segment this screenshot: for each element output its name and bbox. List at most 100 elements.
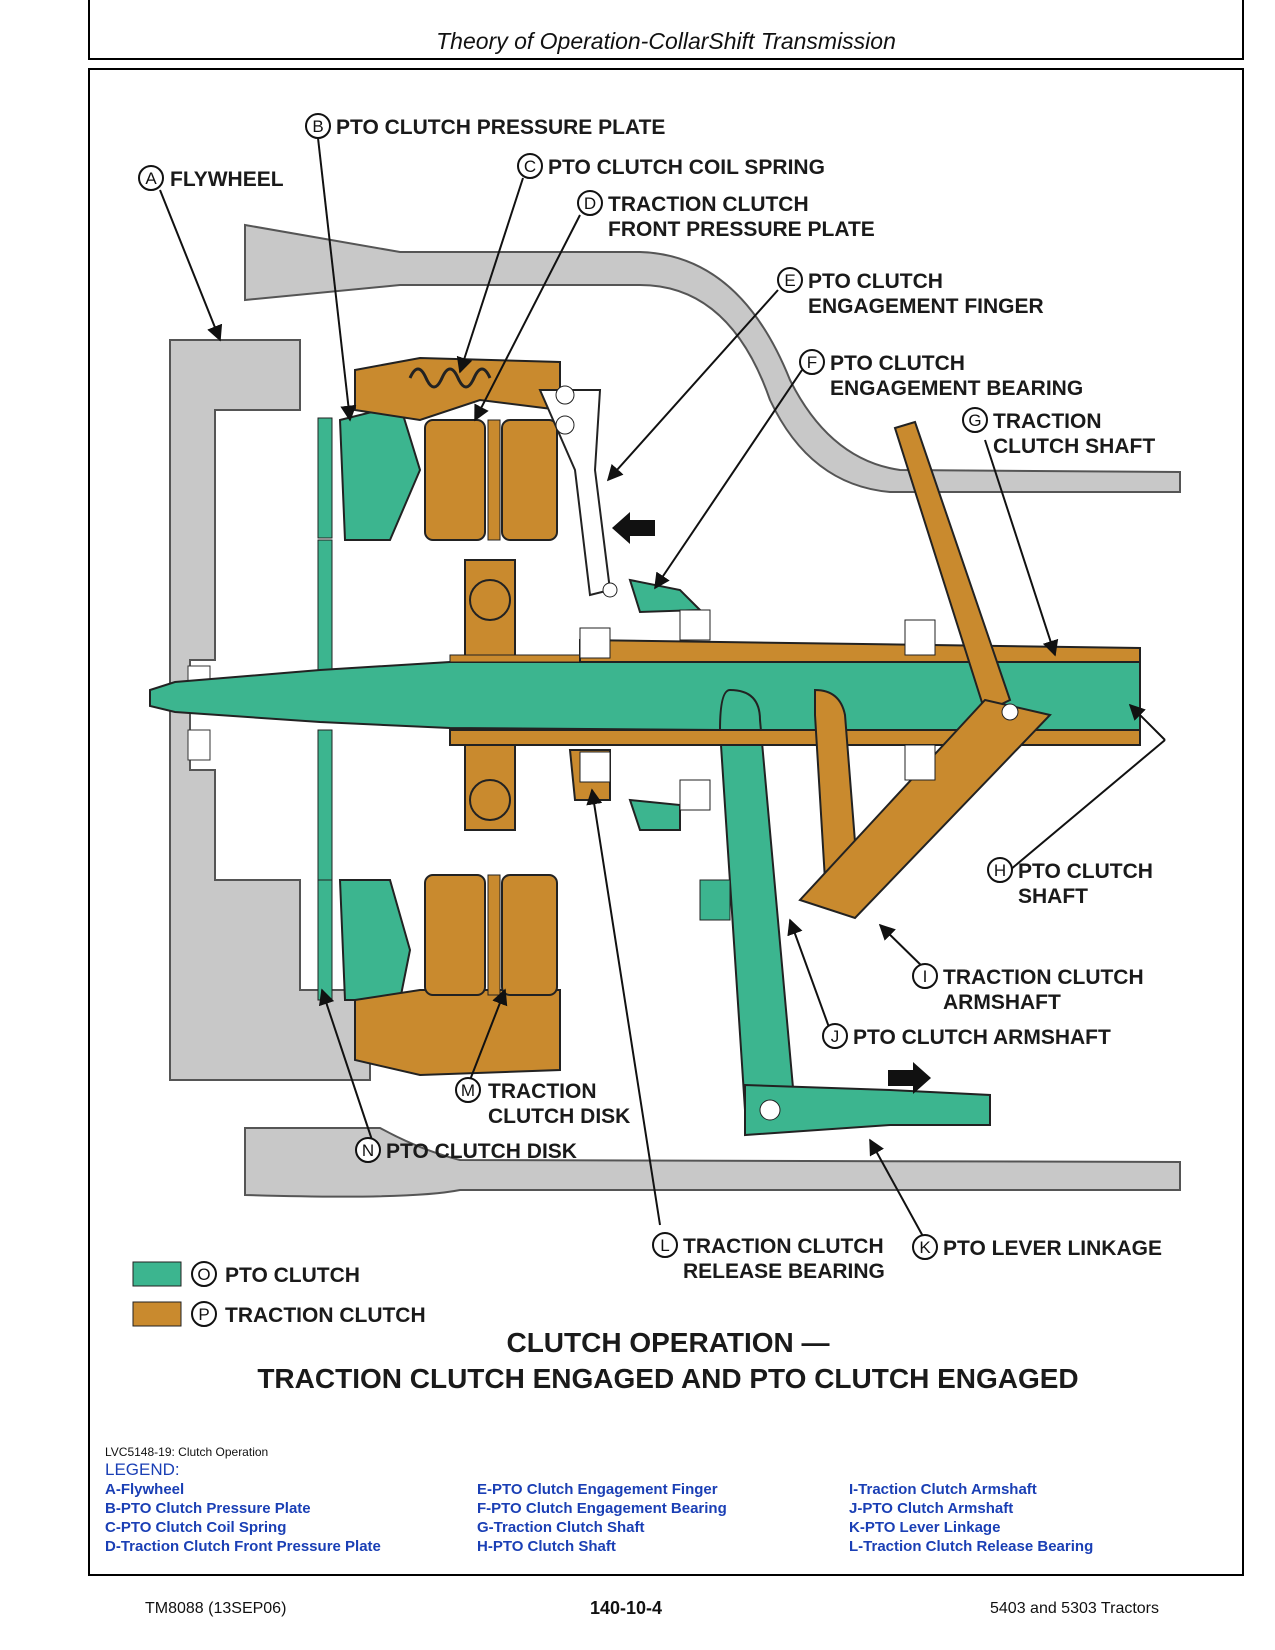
legend: LEGEND: A-Flywheel B-PTO Clutch Pressure…	[105, 1460, 1225, 1556]
svg-text:N: N	[362, 1141, 374, 1160]
pto-finger-pivot-1	[555, 385, 575, 405]
traction-clutch-disk-bottom	[487, 874, 501, 996]
legend-item: K-PTO Lever Linkage	[849, 1519, 1001, 1536]
footer-manual-id: TM8088 (13SEP06)	[145, 1600, 287, 1617]
footer-page-number: 140-10-4	[590, 1598, 663, 1618]
diagram-title-line2: TRACTION CLUTCH ENGAGED AND PTO CLUTCH E…	[257, 1363, 1078, 1394]
callout-j: J PTO CLUTCH ARMSHAFT	[822, 1023, 1111, 1049]
footer-model: 5403 and 5303 Tractors	[990, 1600, 1160, 1617]
housing-lower	[244, 1127, 1181, 1198]
svg-text:M: M	[461, 1081, 475, 1100]
pto-lever-pivot	[759, 1099, 781, 1121]
key-traction: P TRACTION CLUTCH	[191, 1301, 426, 1327]
callout-b: B PTO CLUTCH PRESSURE PLATE	[305, 113, 665, 139]
traction-hub-bottom-ring	[469, 779, 511, 821]
callout-d-label-2: FRONT PRESSURE PLATE	[608, 218, 875, 241]
traction-clutch-shaft-sleeve-top	[579, 638, 1141, 663]
traction-clutch-cover-top	[354, 356, 561, 422]
svg-text:J: J	[831, 1027, 840, 1046]
callout-b-label: PTO CLUTCH PRESSURE PLATE	[336, 116, 665, 139]
pto-engagement-bearing-lower	[628, 798, 681, 831]
bearing-4	[679, 779, 711, 811]
callout-g: G TRACTION CLUTCH SHAFT	[962, 407, 1155, 458]
svg-text:O: O	[197, 1265, 210, 1284]
svg-text:C: C	[524, 157, 536, 176]
legend-item: B-PTO Clutch Pressure Plate	[105, 1500, 311, 1517]
callout-h: H PTO CLUTCH SHAFT	[987, 857, 1153, 908]
callout-n-label: PTO CLUTCH DISK	[386, 1140, 577, 1163]
svg-text:F: F	[807, 353, 817, 372]
callout-a: A FLYWHEEL	[138, 165, 284, 191]
legend-item: L-Traction Clutch Release Bearing	[849, 1538, 1094, 1555]
svg-text:G: G	[968, 411, 981, 430]
callout-h-label-1: PTO CLUTCH	[1018, 860, 1153, 883]
legend-item: H-PTO Clutch Shaft	[477, 1538, 616, 1555]
key-pto: O PTO CLUTCH	[191, 1261, 360, 1287]
callout-i-label-1: TRACTION CLUTCH	[943, 966, 1144, 989]
svg-text:P: P	[198, 1305, 209, 1324]
pto-hub-bottom	[317, 729, 333, 881]
callout-g-label-2: CLUTCH SHAFT	[993, 435, 1155, 458]
callout-m: M TRACTION CLUTCH DISK	[455, 1077, 630, 1128]
arrow-left-icon	[612, 512, 655, 544]
flywheel-bearing-bottom	[187, 729, 211, 761]
bearing-2	[679, 609, 711, 641]
callout-c: C PTO CLUTCH COIL SPRING	[517, 153, 825, 179]
callout-e-label-2: ENGAGEMENT FINGER	[808, 295, 1044, 318]
legend-column-1: A-Flywheel B-PTO Clutch Pressure Plate C…	[105, 1480, 477, 1556]
leader-lines	[159, 137, 1166, 1241]
traction-front-pressure-plate-top	[424, 419, 486, 541]
arrow-right-icon	[888, 1062, 931, 1094]
key-pto-label: PTO CLUTCH	[225, 1264, 360, 1287]
legend-item: D-Traction Clutch Front Pressure Plate	[105, 1538, 381, 1555]
pto-clutch-armshaft	[718, 688, 797, 1111]
svg-text:E: E	[784, 271, 795, 290]
traction-clutch-shaft-sleeve-bottom	[449, 729, 1141, 746]
bearing-3	[579, 751, 611, 783]
svg-text:B: B	[312, 117, 323, 136]
callout-l-label-2: RELEASE BEARING	[683, 1260, 885, 1283]
callout-e: E PTO CLUTCH ENGAGEMENT FINGER	[777, 267, 1044, 318]
legend-title: LEGEND:	[105, 1460, 180, 1479]
pto-lever-linkage	[744, 1083, 991, 1137]
callout-k: K PTO LEVER LINKAGE	[912, 1234, 1162, 1260]
traction-hub-top-ring	[469, 579, 511, 621]
bearing-1	[579, 627, 611, 659]
pto-engagement-bearing-green	[628, 578, 703, 614]
callout-f-label-2: ENGAGEMENT BEARING	[830, 377, 1083, 400]
bearing-6	[904, 744, 936, 781]
callout-l-label-1: TRACTION CLUTCH	[683, 1235, 884, 1258]
housing-upper	[244, 223, 1181, 493]
traction-lever-upper	[893, 420, 1012, 714]
svg-text:H: H	[994, 861, 1006, 880]
callout-i: I TRACTION CLUTCH ARMSHAFT	[912, 963, 1144, 1014]
key-traction-label: TRACTION CLUTCH	[225, 1304, 426, 1327]
svg-text:K: K	[919, 1238, 931, 1257]
legend-item: C-PTO Clutch Coil Spring	[105, 1519, 287, 1536]
pto-armshaft-nut	[699, 879, 731, 921]
svg-text:D: D	[584, 194, 596, 213]
legend-column-3: I-Traction Clutch Armshaft J-PTO Clutch …	[849, 1480, 1093, 1556]
legend-item: J-PTO Clutch Armshaft	[849, 1500, 1014, 1517]
callout-d: D TRACTION CLUTCH FRONT PRESSURE PLATE	[577, 190, 875, 241]
diagram-title-line1: CLUTCH OPERATION —	[506, 1327, 829, 1358]
callout-a-label: FLYWHEEL	[170, 168, 284, 191]
svg-text:A: A	[145, 169, 157, 188]
callout-e-label-1: PTO CLUTCH	[808, 270, 943, 293]
callout-c-label: PTO CLUTCH COIL SPRING	[548, 156, 825, 179]
callout-n: N PTO CLUTCH DISK	[355, 1137, 577, 1163]
traction-rear-plate-bottom	[501, 874, 558, 996]
pto-clutch-disk-bottom	[317, 879, 333, 1001]
pto-clutch-disk-top	[317, 417, 333, 539]
page-header-title: Theory of Operation-CollarShift Transmis…	[436, 28, 896, 54]
callout-i-label-2: ARMSHAFT	[943, 991, 1061, 1014]
traction-lever-lower	[798, 698, 1052, 920]
callout-k-label: PTO LEVER LINKAGE	[943, 1237, 1162, 1260]
callout-g-label-1: TRACTION	[993, 410, 1102, 433]
pto-clutch-pressure-plate-bottom	[338, 879, 412, 1001]
legend-item: F-PTO Clutch Engagement Bearing	[477, 1500, 727, 1517]
callout-m-label-1: TRACTION	[488, 1080, 597, 1103]
traction-clutch-disk-top	[487, 419, 501, 541]
callout-f-label-1: PTO CLUTCH	[830, 352, 965, 375]
